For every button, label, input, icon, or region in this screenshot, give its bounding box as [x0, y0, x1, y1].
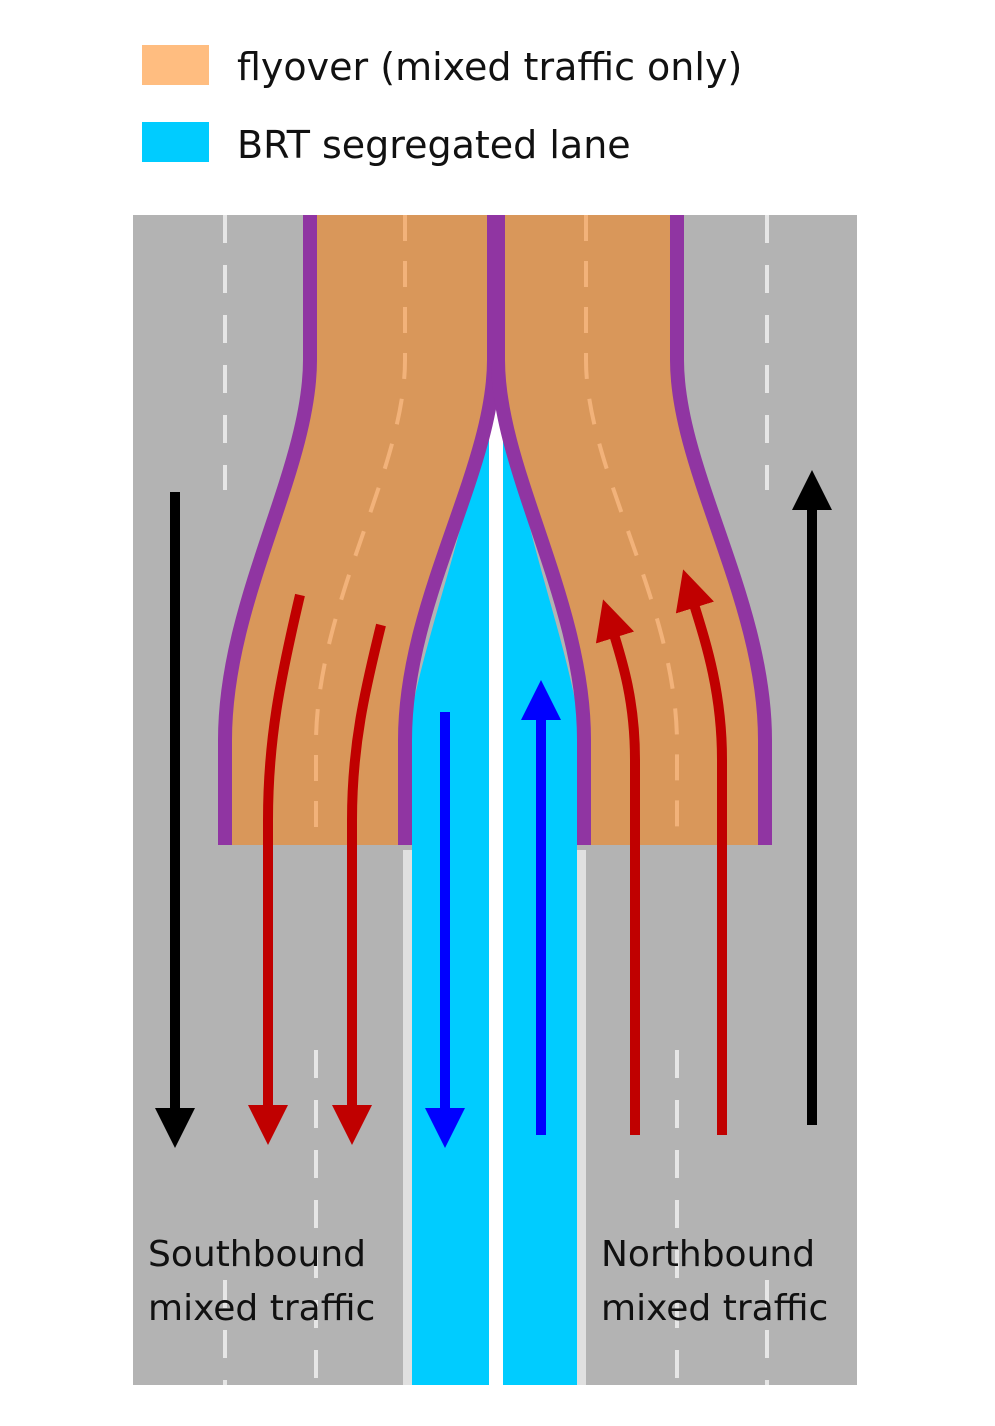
southbound-label-line1: Southbound	[148, 1234, 366, 1275]
legend-label-brt: BRT segregated lane	[237, 123, 631, 167]
flyover-deck-northbound	[504, 215, 765, 845]
legend: flyover (mixed traffic only) BRT segrega…	[142, 45, 742, 167]
brt-kerb-left	[403, 850, 412, 1385]
northbound-label-line2: mixed traffic	[601, 1288, 828, 1329]
road-labels: Southbound mixed traffic Northbound mixe…	[148, 1234, 828, 1329]
arrow-flyover-southbound-1	[248, 593, 305, 1145]
lane-markings	[223, 215, 769, 1385]
arrow-flyover-northbound-1	[595, 599, 640, 1135]
arrow-flyover-southbound-2	[332, 623, 386, 1145]
traffic-arrows	[155, 470, 832, 1148]
northbound-label-line1: Northbound	[601, 1234, 815, 1275]
legend-swatch-brt	[142, 122, 209, 162]
arrow-flyover-northbound-2	[675, 569, 727, 1135]
legend-swatch-flyover	[142, 45, 209, 85]
flyover	[218, 215, 772, 845]
flyover-barrier-southbound-inner	[398, 215, 501, 845]
brt-kerb-right	[577, 850, 586, 1385]
flyover-lane-marking-southbound	[314, 215, 407, 845]
legend-label-flyover: flyover (mixed traffic only)	[237, 45, 742, 89]
southbound-label-line2: mixed traffic	[148, 1288, 375, 1329]
brt-median	[489, 395, 503, 1385]
flyover-barrier-northbound-outer	[670, 215, 772, 845]
flyover-lane-marking-northbound	[584, 215, 679, 845]
flyover-deck-southbound	[225, 215, 488, 845]
flyover-barrier-southbound-outer	[218, 215, 317, 845]
flyover-barrier-northbound-inner	[491, 215, 591, 845]
